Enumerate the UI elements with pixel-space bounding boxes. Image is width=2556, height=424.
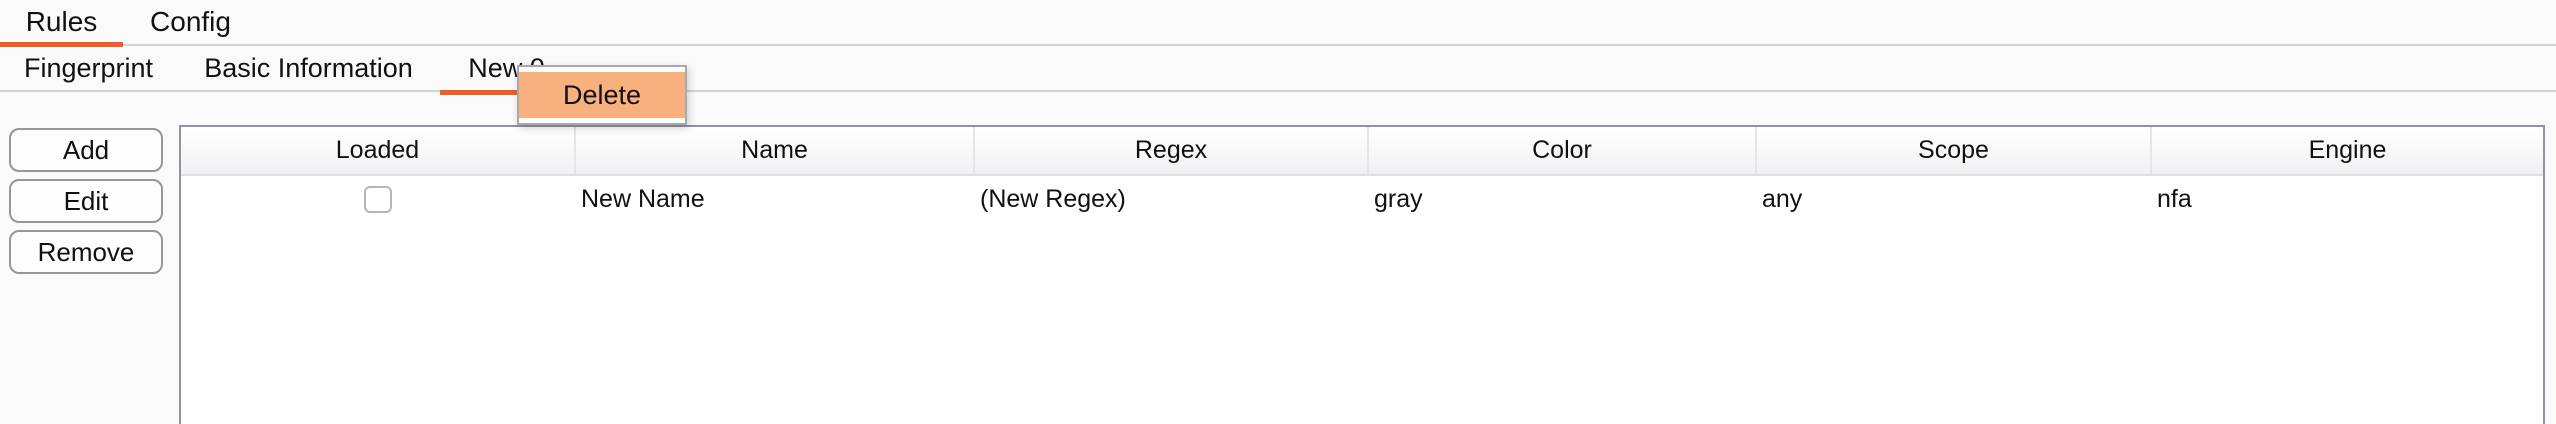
table-row[interactable]: New Name (New Regex) gray any nfa bbox=[181, 176, 2543, 222]
edit-button[interactable]: Edit bbox=[9, 179, 163, 223]
loaded-cell bbox=[181, 176, 574, 222]
tab-fingerprint[interactable]: Fingerprint bbox=[23, 52, 154, 83]
active-tab-underline-new-0 bbox=[440, 90, 573, 95]
regex-cell[interactable]: (New Regex) bbox=[980, 185, 1126, 213]
tab-basic-information[interactable]: Basic Information bbox=[204, 52, 413, 83]
tab-rules[interactable]: Rules bbox=[25, 6, 98, 37]
loaded-checkbox[interactable] bbox=[363, 185, 392, 213]
color-cell[interactable]: gray bbox=[1374, 185, 1423, 213]
active-tab-underline-rules bbox=[0, 42, 123, 47]
table-header-row: Loaded Name Regex Color Scope Engine bbox=[181, 127, 2543, 176]
context-menu-item-delete[interactable]: Delete bbox=[519, 72, 685, 118]
remove-button[interactable]: Remove bbox=[9, 230, 163, 274]
tab-config[interactable]: Config bbox=[150, 6, 231, 37]
add-button[interactable]: Add bbox=[9, 128, 163, 172]
secondary-tab-bar: Fingerprint Basic Information New 0 bbox=[0, 46, 2556, 92]
rules-table: Loaded Name Regex Color Scope Engine New… bbox=[179, 125, 2545, 424]
column-header-color[interactable]: Color bbox=[1367, 127, 1755, 174]
scope-cell[interactable]: any bbox=[1762, 185, 1803, 213]
engine-cell[interactable]: nfa bbox=[2157, 185, 2192, 213]
name-cell[interactable]: New Name bbox=[581, 185, 705, 213]
column-header-name[interactable]: Name bbox=[574, 127, 973, 174]
column-header-regex[interactable]: Regex bbox=[973, 127, 1367, 174]
column-header-engine[interactable]: Engine bbox=[2150, 127, 2543, 174]
context-menu: Delete bbox=[517, 65, 687, 125]
primary-tab-bar: Rules Config bbox=[0, 0, 2556, 46]
column-header-loaded[interactable]: Loaded bbox=[335, 136, 420, 164]
column-header-scope[interactable]: Scope bbox=[1755, 127, 2150, 174]
